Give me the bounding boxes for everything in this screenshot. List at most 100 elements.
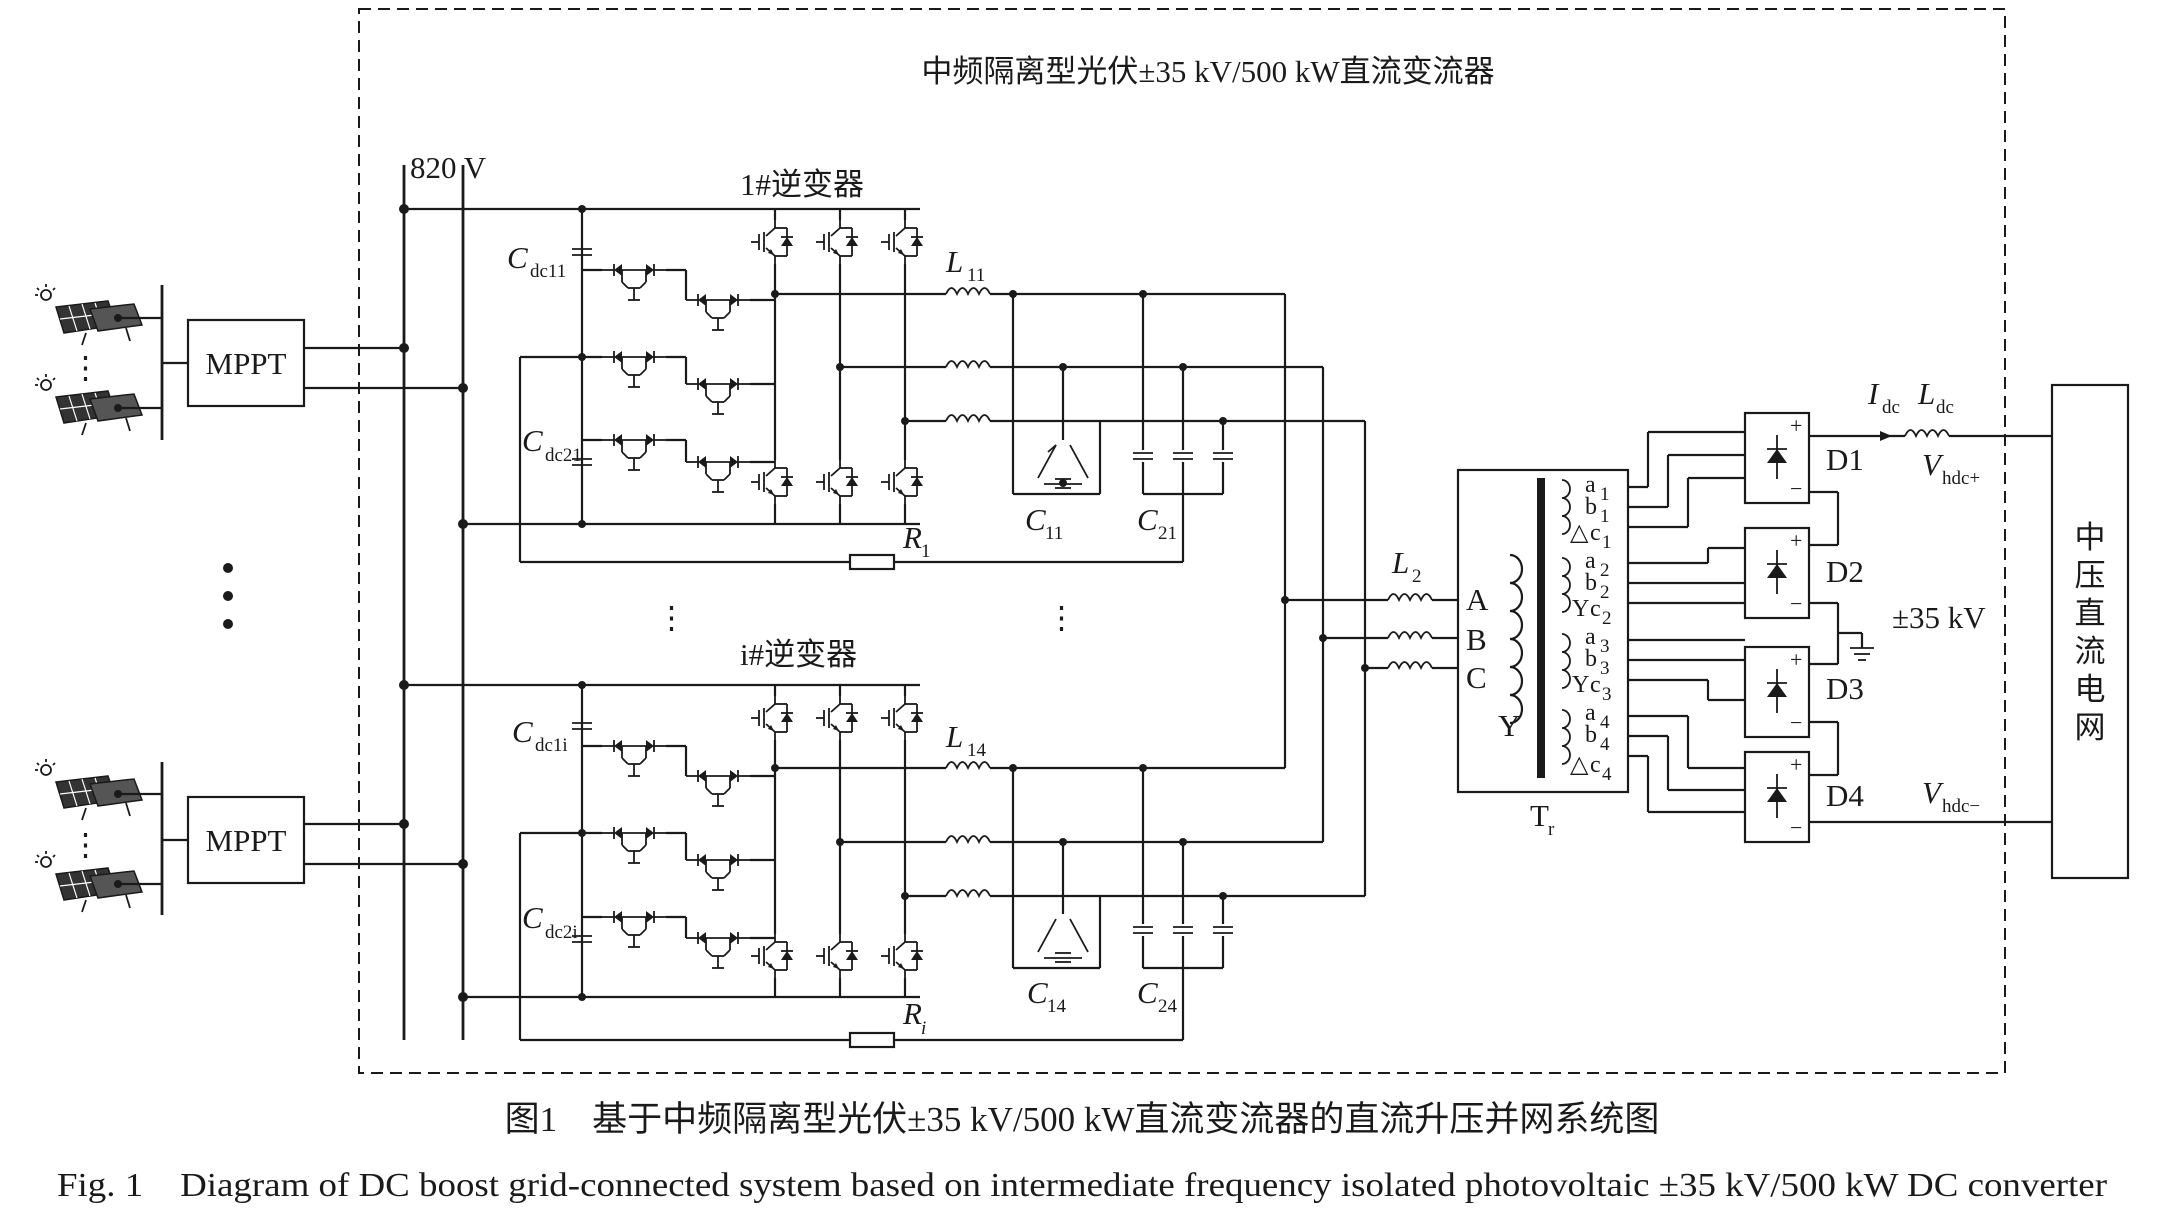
svg-text:3: 3: [1602, 684, 1612, 705]
ldc-label: L: [1917, 376, 1935, 411]
tr-label: T: [1530, 798, 1549, 833]
svg-text:⋮: ⋮: [70, 827, 101, 862]
svg-text:b: b: [1585, 570, 1597, 596]
converter-frame: [358, 8, 2006, 1074]
c14-cap-cluster: [1011, 768, 1102, 970]
ri-resistor: [848, 1031, 896, 1049]
mv-dc-grid-label: 中 压 直 流 电 网: [2075, 520, 2106, 745]
cdc21-sub: dc21: [545, 445, 582, 466]
svg-text:+: +: [1790, 647, 1802, 672]
c21-sub: 21: [1158, 523, 1177, 544]
svg-text:电: 电: [2075, 672, 2106, 707]
svg-text:a: a: [1585, 624, 1596, 650]
svg-text:4: 4: [1602, 764, 1612, 785]
mppt-label-1: MPPT: [206, 346, 287, 381]
svg-text:3: 3: [1600, 636, 1610, 657]
c11-sub: 11: [1045, 523, 1063, 544]
svg-text:2: 2: [1600, 560, 1610, 581]
clamp-switches-1: [582, 263, 775, 493]
tr-secondaries: [1561, 479, 1571, 765]
ellipsis-a: ⋮: [656, 600, 687, 635]
c11-label: C: [1025, 502, 1046, 537]
mppt-label-i: MPPT: [206, 823, 287, 858]
idc-sub: dc: [1882, 397, 1900, 418]
svg-text:−: −: [1790, 710, 1802, 735]
inverter-1-label: 1#逆变器: [740, 167, 864, 202]
ldc-sub: dc: [1936, 397, 1954, 418]
r1-resistor: [848, 553, 896, 571]
svg-text:△: △: [1570, 520, 1589, 546]
rectifier-labels: D1 D2 D3 D4: [1826, 442, 1864, 813]
tr-sub: r: [1548, 819, 1555, 840]
cdc21-label: C: [522, 423, 543, 458]
svg-text:压: 压: [2075, 558, 2106, 593]
ri-sub: i: [921, 1018, 926, 1039]
vhdc-minus-sub: hdc−: [1942, 796, 1980, 817]
svg-text:c: c: [1590, 752, 1601, 778]
svg-text:1: 1: [1602, 532, 1612, 553]
svg-text:D1: D1: [1826, 442, 1864, 477]
svg-text:b: b: [1585, 646, 1597, 672]
l14-sub: 14: [967, 740, 987, 761]
tr-primary-a: A: [1466, 582, 1489, 617]
vhdc-plus-label: V: [1922, 447, 1944, 482]
svg-text:+: +: [1790, 413, 1802, 438]
mppt-box-i: [186, 795, 306, 885]
svg-text:1: 1: [1600, 484, 1610, 505]
svg-text:4: 4: [1600, 734, 1610, 755]
svg-text:2: 2: [1600, 582, 1610, 603]
caption-cn: 图1 基于中频隔离型光伏±35 kV/500 kW直流变流器的直流升压并网系统图: [505, 1100, 1660, 1139]
mv-dc-grid-box: [2050, 383, 2130, 880]
l2-sub: 2: [1412, 566, 1422, 587]
cdc2i-label: C: [522, 900, 543, 935]
svg-text:a: a: [1585, 548, 1596, 574]
r1-sub: 1: [921, 541, 931, 562]
cdc1i-sub: dc1i: [535, 735, 568, 756]
c14-sub: 14: [1047, 996, 1067, 1017]
svg-text:D2: D2: [1826, 554, 1864, 589]
cdc11-sub: dc11: [530, 261, 566, 282]
svg-text:b: b: [1585, 722, 1597, 748]
converter-title: 中频隔离型光伏±35 kV/500 kW直流变流器: [921, 54, 1494, 89]
rectifier-wiring: [1628, 430, 1745, 814]
svg-text:中: 中: [2075, 520, 2106, 555]
igbt-bridge-1: [750, 209, 924, 524]
svg-text:+: +: [1790, 528, 1802, 553]
svg-text:c: c: [1590, 596, 1601, 622]
ellipsis-b: ⋮: [1046, 600, 1077, 635]
svg-text:a: a: [1585, 700, 1596, 726]
c14-label: C: [1027, 975, 1048, 1010]
c24-cap-cluster: [1132, 768, 1234, 970]
output-voltage-label: ±35 kV: [1892, 600, 1986, 635]
svg-text:3: 3: [1600, 658, 1610, 679]
clamp-switches-i: [582, 739, 775, 969]
svg-text:−: −: [1790, 476, 1802, 501]
svg-text:D3: D3: [1826, 671, 1864, 706]
l11-label: L: [945, 244, 963, 279]
mppt-box-1: [186, 318, 306, 408]
bus-voltage-label: 820 V: [410, 150, 487, 185]
c21-cap-cluster: [1132, 294, 1234, 496]
caption-en: Fig. 1 Diagram of DC boost grid-connecte…: [57, 1167, 2108, 1204]
pv-array-1: ⋮: [34, 283, 188, 440]
svg-text:4: 4: [1600, 712, 1610, 733]
c21-label: C: [1137, 502, 1158, 537]
svg-text:Y: Y: [1572, 672, 1589, 698]
cdc1i-label: C: [512, 714, 533, 749]
svg-text:D4: D4: [1826, 778, 1864, 813]
c24-label: C: [1137, 975, 1158, 1010]
tr-primary-y: Y: [1498, 708, 1520, 743]
tr-primary-b: B: [1466, 622, 1487, 657]
ri-label: R: [902, 996, 922, 1031]
svg-text:c: c: [1590, 520, 1601, 546]
svg-text:−: −: [1790, 815, 1802, 840]
tr-primary-c: C: [1466, 660, 1487, 695]
pv-array-i: ⋮: [34, 758, 188, 915]
svg-text:⋮: ⋮: [70, 350, 101, 385]
l11-sub: 11: [967, 265, 985, 286]
idc-label: I: [1867, 376, 1880, 411]
svg-text:b: b: [1585, 494, 1597, 520]
svg-text:流: 流: [2075, 634, 2106, 669]
